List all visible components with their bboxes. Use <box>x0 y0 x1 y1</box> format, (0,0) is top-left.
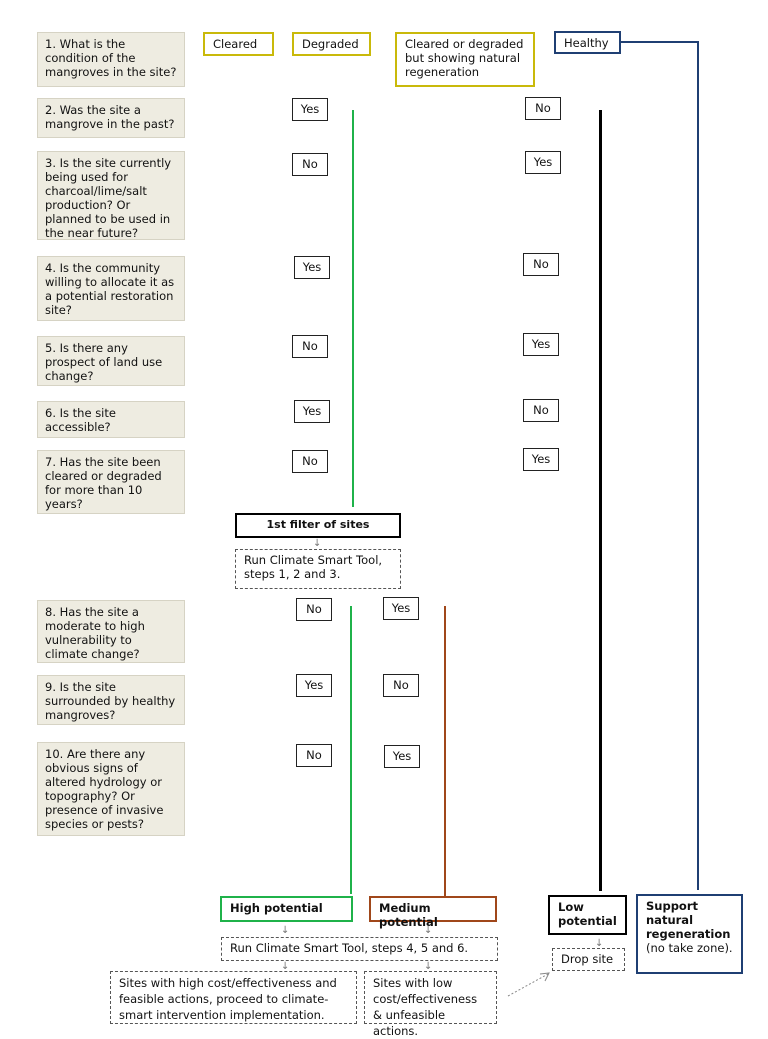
arrow-down-icon: ↓ <box>424 961 433 972</box>
question-6: 6. Is the site accessible? <box>37 401 185 438</box>
climate-tool-step-4-6: Run Climate Smart Tool, steps 4, 5 and 6… <box>221 937 498 961</box>
q7-answer-yes: Yes <box>523 448 559 471</box>
question-1: 1. What is the condition of the mangrove… <box>37 32 185 87</box>
outcome-support-regeneration: Support natural regeneration (no take zo… <box>636 894 743 974</box>
q4-answer-yes: Yes <box>294 256 330 279</box>
green-path-line-lower <box>350 606 352 894</box>
arrow-down-icon: ↓ <box>424 925 433 936</box>
q8-answer-no: No <box>296 598 332 621</box>
arrow-down-icon: ↓ <box>281 961 290 972</box>
first-filter-box: 1st filter of sites <box>235 513 401 538</box>
drop-site-box: Drop site <box>552 948 625 971</box>
medium-potential-action: Sites with low cost/effectiveness & unfe… <box>364 971 497 1038</box>
support-regeneration-title: Support natural regeneration <box>646 899 731 941</box>
q6-answer-no: No <box>523 399 559 422</box>
condition-regenerating: Cleared or degraded but showing natural … <box>395 32 535 87</box>
q9-answer-yes: Yes <box>296 674 332 697</box>
question-8: 8. Has the site a moderate to high vulne… <box>37 600 185 663</box>
q4-answer-no: No <box>523 253 559 276</box>
q7-answer-no: No <box>292 450 328 473</box>
climate-tool-step-1-3: Run Climate Smart Tool, steps 1, 2 and 3… <box>235 549 401 589</box>
black-path-line <box>599 110 602 891</box>
green-path-line-upper <box>352 110 354 507</box>
outcome-low-potential: Low potential <box>548 895 627 935</box>
q10-answer-yes: Yes <box>384 745 420 768</box>
condition-degraded: Degraded <box>292 32 371 56</box>
q2-answer-no: No <box>525 97 561 120</box>
arrow-down-icon: ↓ <box>595 938 604 949</box>
outcome-high-potential: High potential <box>220 896 353 922</box>
condition-healthy: Healthy <box>554 31 621 54</box>
q5-answer-yes: Yes <box>523 333 559 356</box>
arrow-down-icon: ↓ <box>281 925 290 936</box>
question-4: 4. Is the community willing to allocate … <box>37 256 185 321</box>
q3-answer-no: No <box>292 153 328 176</box>
q2-answer-yes: Yes <box>292 98 328 121</box>
question-7: 7. Has the site been cleared or degraded… <box>37 450 185 514</box>
q6-answer-yes: Yes <box>294 400 330 423</box>
question-5: 5. Is there any prospect of land use cha… <box>37 336 185 386</box>
q5-answer-no: No <box>292 335 328 358</box>
q10-answer-no: No <box>296 744 332 767</box>
brown-path-line <box>444 606 446 896</box>
question-2: 2. Was the site a mangrove in the past? <box>37 98 185 138</box>
healthy-path-line-top <box>621 41 698 43</box>
question-9: 9. Is the site surrounded by healthy man… <box>37 675 185 725</box>
support-regeneration-note: (no take zone). <box>646 941 733 955</box>
healthy-path-line <box>697 41 699 890</box>
arrow-down-icon: ↓ <box>313 538 322 549</box>
high-potential-action: Sites with high cost/effectiveness and f… <box>110 971 357 1024</box>
condition-cleared: Cleared <box>203 32 274 56</box>
question-10: 10. Are there any obvious signs of alter… <box>37 742 185 836</box>
outcome-medium-potential: Medium potential <box>369 896 497 929</box>
q8-answer-yes: Yes <box>383 597 419 620</box>
q3-answer-yes: Yes <box>525 151 561 174</box>
question-3: 3. Is the site currently being used for … <box>37 151 185 240</box>
q9-answer-no: No <box>383 674 419 697</box>
